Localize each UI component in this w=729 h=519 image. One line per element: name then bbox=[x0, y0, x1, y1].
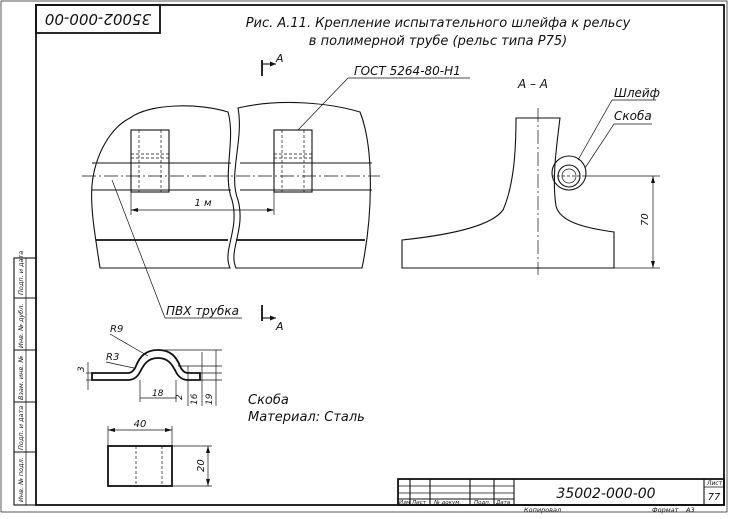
pvc-label: ПВХ трубка bbox=[166, 304, 239, 318]
material-label: Материал: Сталь bbox=[248, 410, 365, 425]
standard-label: ГОСТ 5264-80-Н1 bbox=[354, 64, 461, 78]
caption-line-1: Рис. А.11. Крепление испытательного шлей… bbox=[246, 16, 631, 31]
tb-header-doc: № докум. bbox=[433, 500, 461, 506]
tb-header-izm: Изм bbox=[399, 500, 410, 506]
bracket-front-view bbox=[107, 445, 173, 487]
dim-18: 18 bbox=[152, 389, 164, 399]
left-margin: Подп. и дата Инв. № дубл. Взам. инв. № П… bbox=[13, 251, 37, 506]
tb-format-label: Формат bbox=[652, 506, 679, 514]
dim-3: 3 bbox=[77, 366, 87, 372]
tb-header-list: Лист bbox=[411, 500, 427, 506]
tb-header-sign: Подп. bbox=[474, 500, 491, 506]
tb-header-date: Дата bbox=[495, 500, 511, 506]
bracket-detail: R9 R3 3 18 2 16 19 40 bbox=[77, 324, 365, 487]
margin-label-5: Инв. № подл. bbox=[17, 457, 25, 502]
svg-text:А: А bbox=[275, 52, 284, 65]
dim-20: 20 bbox=[196, 459, 207, 472]
tb-sheet-number: 77 bbox=[708, 492, 721, 503]
bracket-label: Скоба bbox=[614, 109, 652, 123]
dim-16: 16 bbox=[190, 393, 200, 405]
svg-text:А: А bbox=[275, 320, 284, 333]
margin-label-3: Взам. инв. № bbox=[17, 356, 25, 400]
top-stamp-text: 35002-000-00 bbox=[45, 10, 151, 28]
dim-2: 2 bbox=[175, 394, 185, 400]
dim-19: 19 bbox=[205, 393, 215, 405]
margin-label-2: Инв. № дубл. bbox=[17, 304, 25, 348]
dim-40: 40 bbox=[134, 419, 147, 430]
dim-r9: R9 bbox=[110, 324, 123, 335]
margin-label-4: Подп. и дата bbox=[17, 406, 25, 450]
top-stamp: 35002-000-00 bbox=[35, 4, 161, 34]
title-block: Изм Лист № докум. Подп. Дата 35002-000-0… bbox=[397, 478, 725, 514]
caption-line-2: в полимерной трубе (рельс типа Р75) bbox=[309, 34, 567, 49]
main-view: 1 м ГОСТ 5264-80-Н1 ПВХ трубка А А bbox=[82, 52, 470, 333]
tb-sheet-label: Лист bbox=[706, 480, 723, 487]
loop-label: Шлейф bbox=[614, 86, 660, 100]
section-view: А – А Шлейф Скоба 70 bbox=[401, 77, 660, 275]
dim-r3: R3 bbox=[106, 352, 119, 363]
section-mark-bottom: А bbox=[261, 305, 284, 333]
section-mark-top: А bbox=[261, 52, 284, 76]
drawing-frame bbox=[35, 4, 725, 506]
dim-1m: 1 м bbox=[194, 198, 212, 209]
tb-doc-number: 35002-000-00 bbox=[556, 486, 655, 502]
section-title: А – А bbox=[517, 77, 548, 91]
margin-label-1: Подп. и дата bbox=[17, 251, 25, 295]
bracket-section bbox=[551, 155, 587, 191]
part-name: Скоба bbox=[248, 393, 289, 408]
tb-format-value: А3 bbox=[685, 506, 695, 514]
rail-profile bbox=[401, 117, 615, 269]
dim-70: 70 bbox=[640, 213, 651, 226]
tb-copied: Копировал bbox=[524, 506, 561, 514]
